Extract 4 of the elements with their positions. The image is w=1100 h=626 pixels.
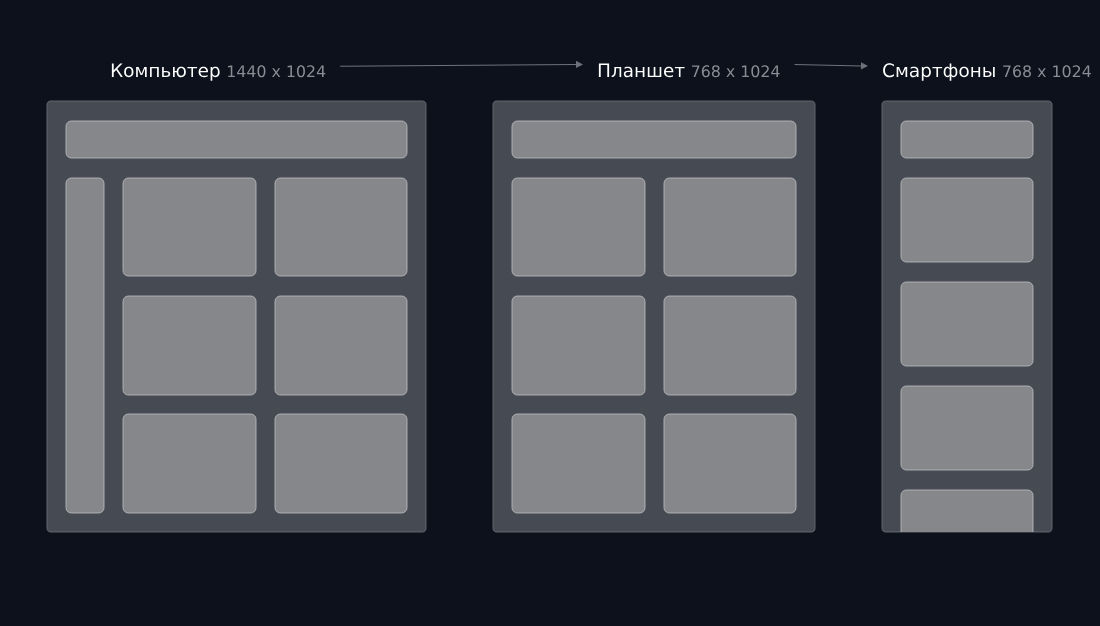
- device-label: Смартфоны 768 x 1024: [883, 63, 1091, 81]
- device-label: Компьютер 1440 x 1024: [111, 63, 326, 81]
- arrow: [794, 62, 868, 70]
- device-label: Планшет 768 x 1024: [598, 63, 780, 78]
